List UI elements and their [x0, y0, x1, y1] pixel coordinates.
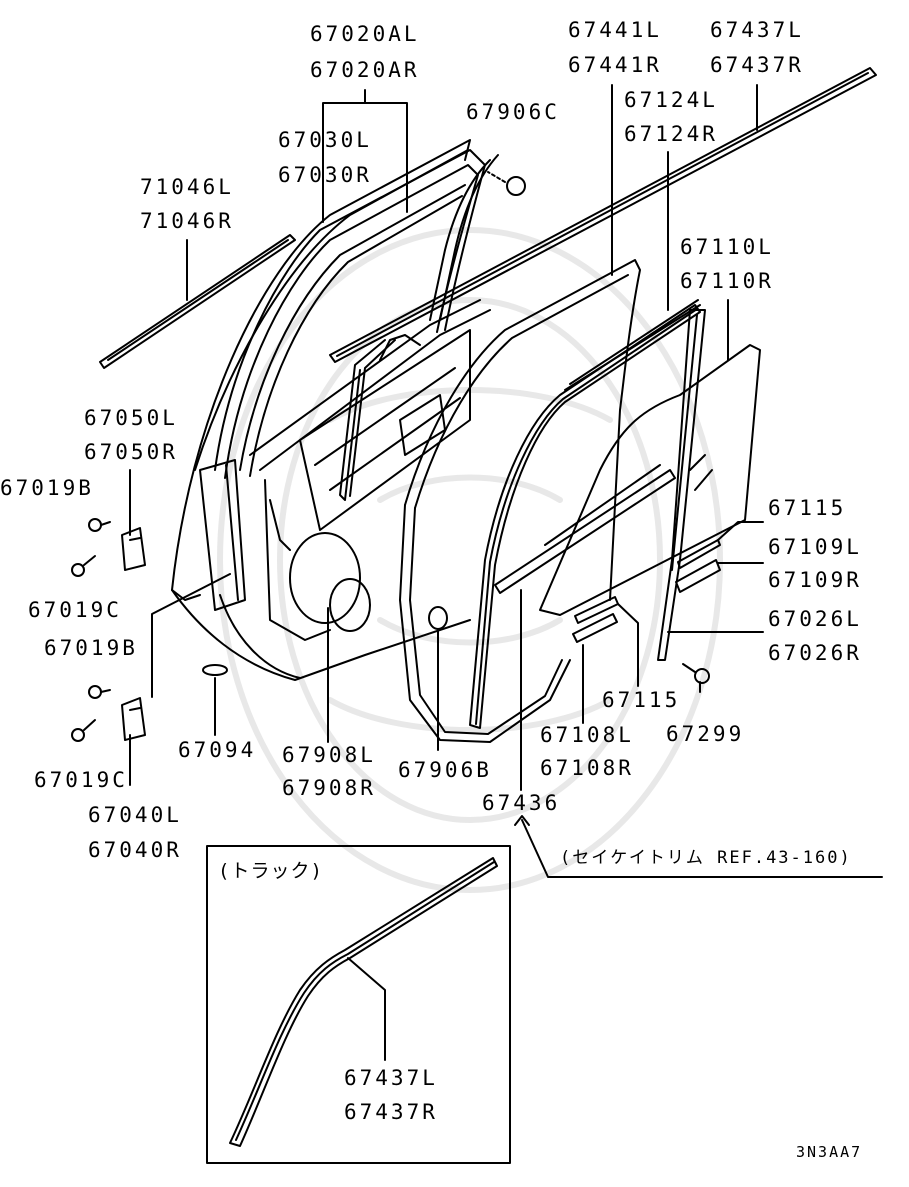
label-67110L: 67110L	[680, 235, 774, 259]
label-67441L: 67441L	[568, 18, 662, 42]
rear-door-weatherstrip	[399, 259, 641, 743]
label-67026L: 67026L	[768, 607, 862, 631]
label-67908L: 67908L	[282, 743, 376, 767]
label-67019C-top: 67019C	[28, 598, 122, 622]
door-shell	[171, 139, 499, 681]
label-67019C-bottom: 67019C	[34, 768, 128, 792]
outer-belt-strip	[329, 67, 877, 501]
inset-leader	[347, 957, 386, 1061]
label-67124L: 67124L	[624, 88, 718, 112]
label-67030R: 67030R	[278, 163, 372, 187]
label-67299: 67299	[666, 722, 745, 746]
label-71046R: 71046R	[140, 209, 234, 233]
label-67109R: 67109R	[768, 568, 862, 592]
inset-title: (トラック)	[218, 860, 323, 882]
plugs	[202, 171, 526, 676]
label-67020AR: 67020AR	[310, 58, 420, 82]
label-67906C: 67906C	[466, 100, 560, 124]
label-67124R: 67124R	[624, 122, 718, 146]
glass-run-channel	[239, 184, 466, 477]
label-67908R: 67908R	[282, 776, 376, 800]
label-67437R-main: 67437R	[710, 53, 804, 77]
label-67040L: 67040L	[88, 803, 182, 827]
label-67108L: 67108L	[540, 723, 634, 747]
label-67094: 67094	[178, 738, 257, 762]
diagram-code: 3N3AA7	[796, 1143, 863, 1161]
inset-label-67437L: 67437L	[344, 1066, 438, 1090]
label-67441R: 67441R	[568, 53, 662, 77]
label-67050R: 67050R	[84, 440, 178, 464]
inset-label-67437R: 67437R	[344, 1100, 438, 1124]
label-67019B-bottom: 67019B	[44, 636, 138, 660]
leader-lines	[129, 84, 883, 878]
label-67436: 67436	[482, 791, 561, 815]
bolts	[71, 518, 710, 742]
label-71046L: 71046L	[140, 175, 234, 199]
rear-glass-channel	[657, 309, 706, 661]
label-67906B: 67906B	[398, 758, 492, 782]
door-frame-weatherstrip	[214, 149, 486, 479]
label-67115-bottom: 67115	[602, 688, 681, 712]
label-67109L: 67109L	[768, 535, 862, 559]
inner-belt-strip	[494, 469, 676, 594]
label-67108R: 67108R	[540, 756, 634, 780]
label-67040R: 67040R	[88, 838, 182, 862]
label-67437L-main: 67437L	[710, 18, 804, 42]
label-67115-top: 67115	[768, 496, 847, 520]
run-channel-sash	[469, 299, 701, 729]
label-67050L: 67050L	[84, 406, 178, 430]
inset-molding	[229, 857, 498, 1147]
label-67026R: 67026R	[768, 641, 862, 665]
label-67020AL: 67020AL	[310, 22, 420, 46]
label-67019B-top: 67019B	[0, 476, 94, 500]
reference-note: (セイケイトリム REF.43-160)	[560, 848, 852, 868]
door-glass	[539, 344, 761, 616]
label-67110R: 67110R	[680, 269, 774, 293]
hinges	[121, 527, 146, 741]
belt-molding-front	[99, 234, 296, 369]
label-67030L: 67030L	[278, 128, 372, 152]
inset-frame	[206, 845, 511, 1164]
glass-holder-clips	[572, 539, 721, 643]
